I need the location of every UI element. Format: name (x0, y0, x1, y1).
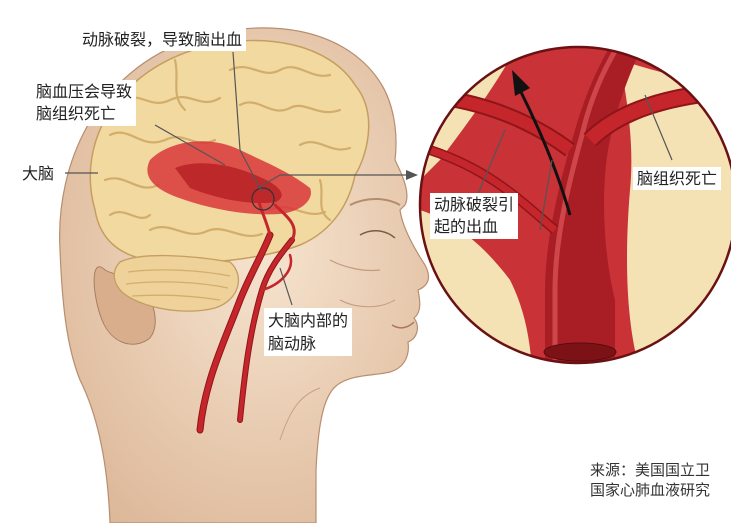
label-artery-rupture: 动脉破裂，导致脑出血 (78, 28, 246, 51)
label-pressure-line2: 脑组织死亡 (36, 103, 132, 125)
source-note: 来源：美国国立卫 国家心肺血液研究 (590, 460, 731, 500)
label-bleeding-line1: 动脉破裂引 (434, 194, 514, 216)
label-inner-artery-line2: 脑动脉 (268, 332, 348, 355)
leader-arrowhead (406, 170, 418, 180)
label-inner-artery: 大脑内部的 脑动脉 (264, 308, 352, 356)
source-line1: 来源：美国国立卫 (590, 460, 731, 480)
label-brain: 大脑 (18, 162, 58, 185)
label-tissue-death: 脑组织死亡 (633, 167, 721, 190)
label-pressure: 脑血压会导致 脑组织死亡 (32, 80, 136, 126)
label-bleeding: 动脉破裂引 起的出血 (430, 193, 518, 239)
source-line2: 国家心肺血液研究 (590, 480, 731, 500)
label-bleeding-line2: 起的出血 (434, 216, 514, 238)
label-pressure-line1: 脑血压会导致 (36, 81, 132, 103)
label-inner-artery-line1: 大脑内部的 (268, 309, 348, 332)
